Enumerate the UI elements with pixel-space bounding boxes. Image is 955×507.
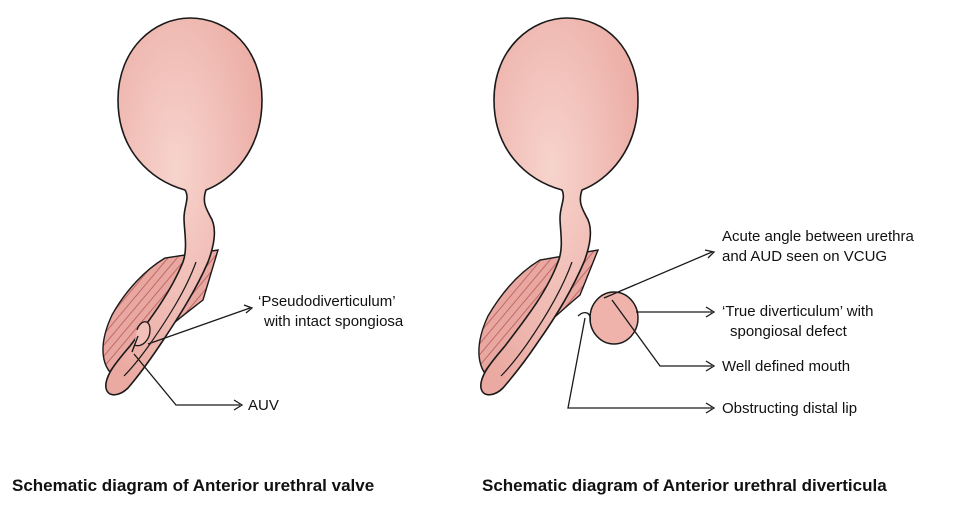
well-defined-mouth-label: Well defined mouth <box>722 357 850 376</box>
right-anatomy <box>479 18 638 395</box>
right-caption: Schematic diagram of Anterior urethral d… <box>482 476 887 496</box>
pseudodiverticulum-label-line1: ‘Pseudodiverticulum’ <box>258 292 396 311</box>
lip-pointer <box>568 318 712 408</box>
acute-angle-label-line1: Acute angle between urethra <box>722 227 914 246</box>
true-diverticulum-label-line1: ‘True diverticulum’ with <box>722 302 873 321</box>
auv-pointer <box>134 354 240 405</box>
obstructing-lip-label: Obstructing distal lip <box>722 399 857 418</box>
true-diverticulum <box>590 292 638 344</box>
pseudodiverticulum-label-line2: with intact spongiosa <box>264 312 403 331</box>
acute-angle-label-line2: and AUD seen on VCUG <box>722 247 887 266</box>
auv-label: AUV <box>248 396 279 415</box>
true-diverticulum-label-line2: spongiosal defect <box>730 322 847 341</box>
left-anatomy <box>103 18 262 395</box>
acute-pointer <box>604 252 712 298</box>
left-caption: Schematic diagram of Anterior urethral v… <box>12 476 374 496</box>
right-arrows <box>568 250 714 413</box>
